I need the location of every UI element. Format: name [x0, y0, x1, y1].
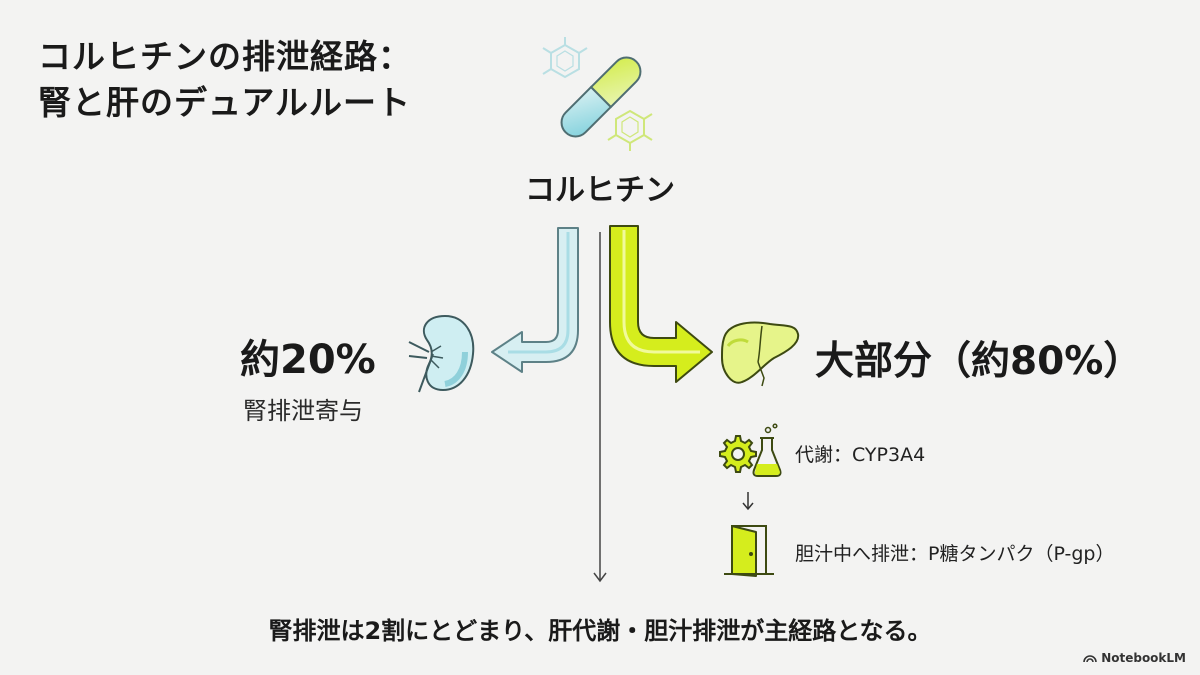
step-arrow-icon — [742, 492, 754, 511]
capsule-icon — [542, 37, 653, 151]
kidney-icon — [408, 314, 475, 393]
liver-icon — [720, 321, 800, 387]
renal-arrow — [491, 227, 579, 373]
renal-percent: 約20% — [240, 337, 376, 383]
door-icon — [724, 525, 774, 577]
brand-name: NotebookLM — [1101, 651, 1186, 665]
drug-name: コルヒチン — [525, 173, 675, 208]
renal-label: 腎排泄寄与 — [243, 397, 363, 425]
center-arrow — [593, 232, 607, 583]
title-line-1: コルヒチンの排泄経路： — [38, 37, 412, 76]
page-title: コルヒチンの排泄経路： 腎と肝のデュアルルート — [38, 34, 412, 126]
metabolism-label: 代謝：CYP3A4 — [795, 444, 926, 466]
molecule-icon — [607, 109, 653, 151]
brand-watermark: NotebookLM — [1083, 651, 1186, 665]
hepatic-arrow — [609, 225, 713, 383]
bile-excretion-label: 胆汁中へ排泄：P糖タンパク（P-gp） — [795, 543, 1115, 565]
gear-flask-icon — [719, 423, 782, 477]
title-line-2: 腎と肝のデュアルルート — [38, 83, 412, 122]
hepatic-percent: 大部分（約80%） — [815, 339, 1143, 384]
summary-text: 腎排泄は2割にとどまり、肝代謝・胆汁排泄が主経路となる。 — [268, 617, 932, 645]
molecule-icon — [542, 37, 588, 79]
notebooklm-logo-icon — [1083, 655, 1097, 663]
